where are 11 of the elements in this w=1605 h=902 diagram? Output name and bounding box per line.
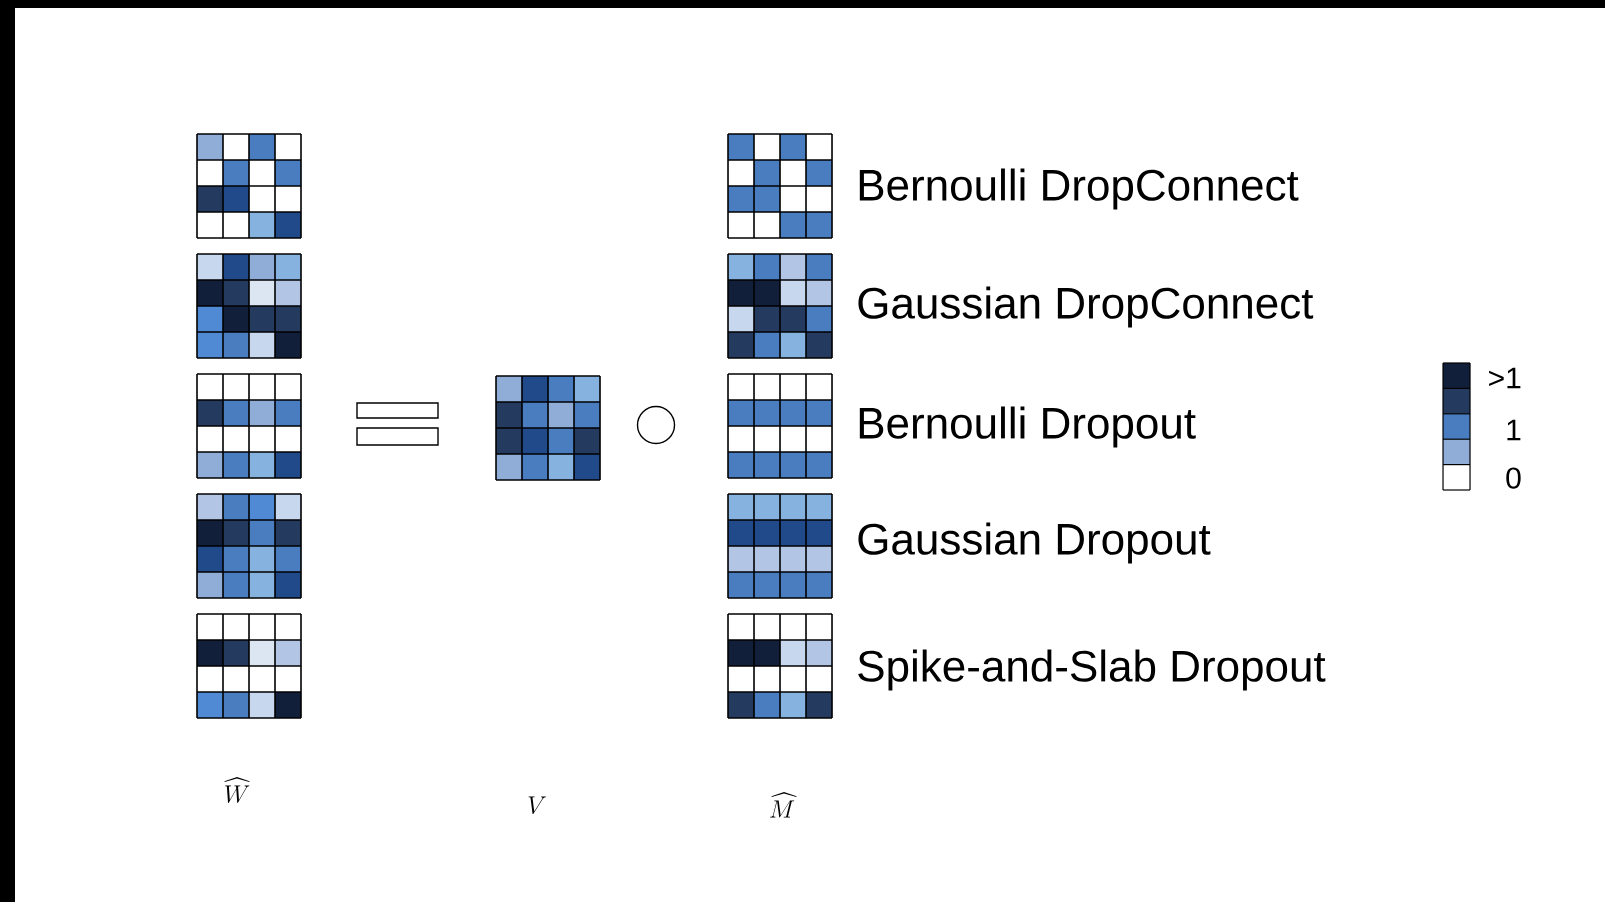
method-label: Gaussian Dropout: [858, 522, 1211, 564]
method-label: Bernoulli Dropout: [859, 406, 1196, 448]
colorbar-label: >1: [1489, 367, 1521, 389]
matrix-symbol: $\widehat{W}$: [224, 777, 250, 803]
colorbar-label: 0: [1506, 467, 1521, 489]
method-label: Spike-and-Slab Dropout: [858, 649, 1326, 691]
method-label: Gaussian DropConnect: [858, 286, 1314, 328]
method-label: Bernoulli DropConnect: [859, 168, 1299, 210]
colorbar-label: 1: [1507, 419, 1521, 441]
matrix-symbol: $V$: [528, 796, 546, 815]
matrix-symbol: $\widehat{M}$: [770, 792, 797, 818]
